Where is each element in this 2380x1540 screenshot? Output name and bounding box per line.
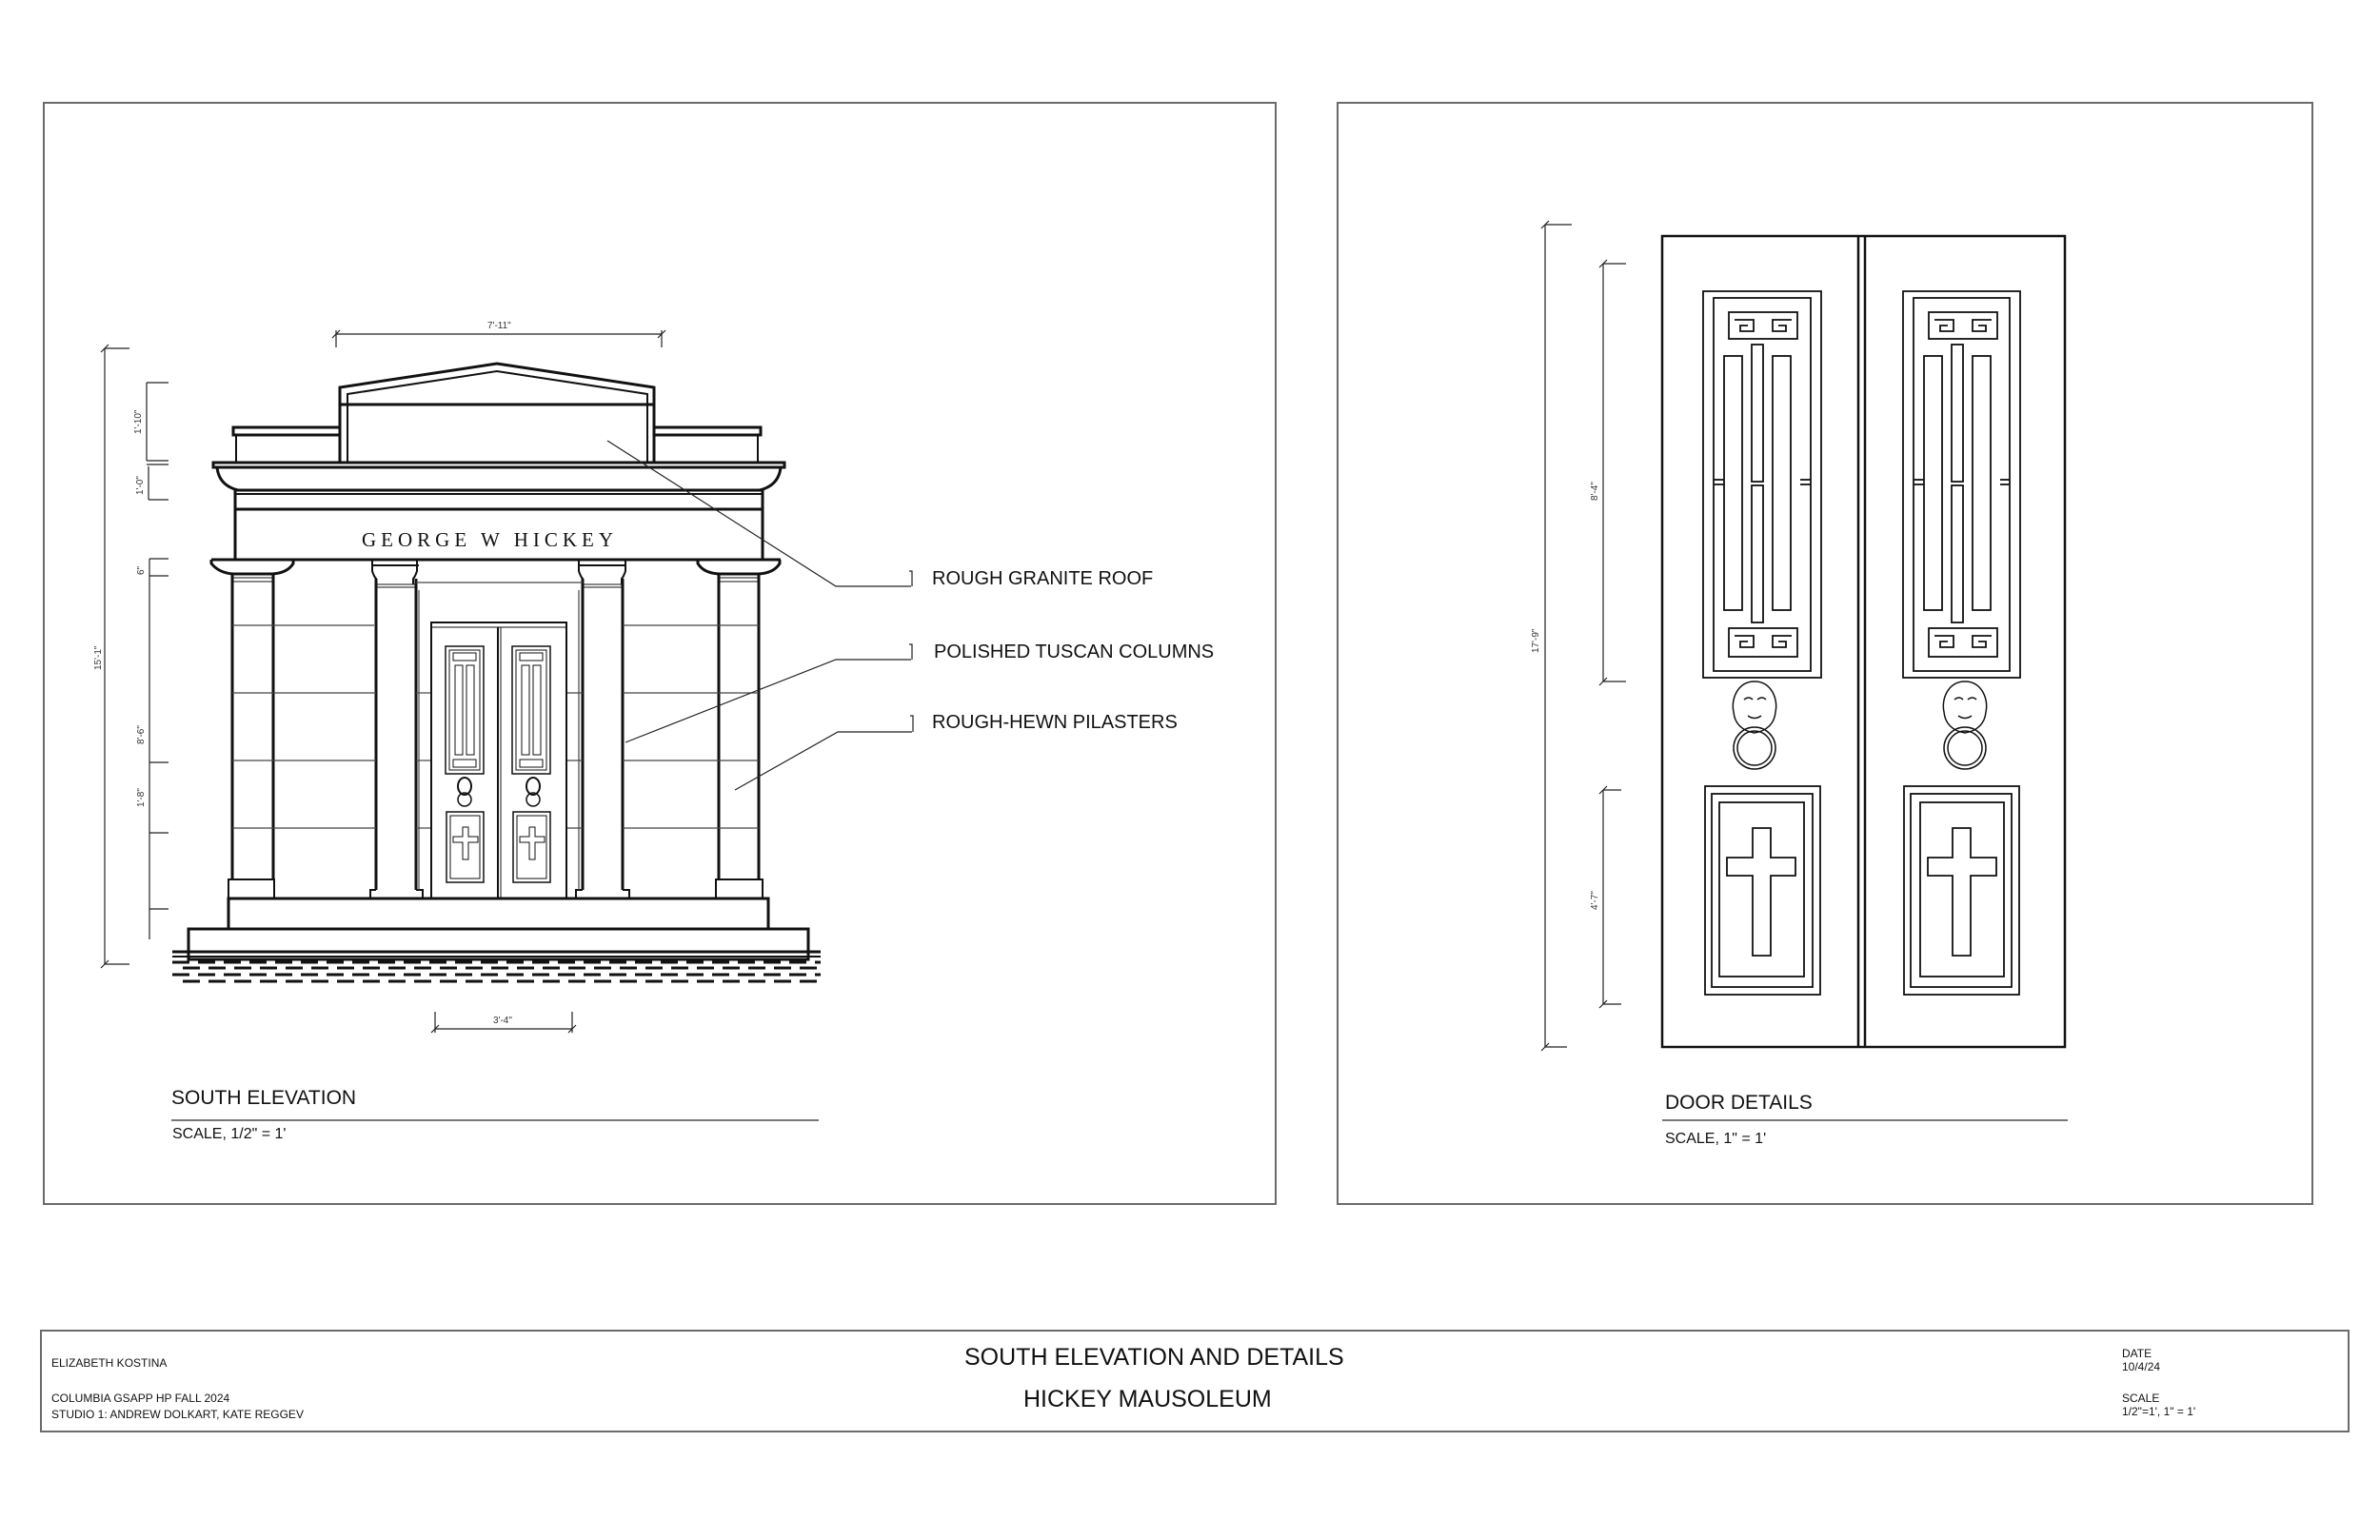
pilaster-capitals: [209, 560, 782, 582]
door-details-rule: [1662, 1119, 2068, 1121]
frieze-inscription: GEORGE W HICKEY: [362, 528, 619, 551]
dim-pediment-height: 1'-10": [133, 409, 144, 434]
south-elevation-title: SOUTH ELEVATION: [171, 1087, 357, 1109]
door-grille-left: [1702, 290, 1822, 679]
plinth: [187, 897, 810, 961]
author-name: ELIZABETH KOSTINA: [51, 1356, 168, 1370]
dim-door-overall-height: 17'-9": [1531, 628, 1541, 653]
dim-top-width: 7'-11": [487, 321, 511, 331]
door-details-panel: [1337, 102, 2313, 1205]
south-elevation-rule: [171, 1119, 819, 1121]
dim-shaft-height: 8'-6": [136, 725, 147, 744]
ground-hatch: [172, 950, 821, 983]
dim-lower-panel-height: 4'-7": [1590, 891, 1600, 910]
scale-value: 1/2"=1', 1" = 1': [2122, 1405, 2196, 1418]
door-dimension-lines: [1540, 220, 1626, 1052]
cross-panel-right: [1903, 785, 2020, 996]
dim-overall-height: 15'-1": [93, 645, 104, 670]
dim-door-width: 3'-4": [493, 1016, 512, 1026]
dim-cornice-height: 1'-0": [135, 476, 146, 495]
note-rough-hewn-pilasters: ROUGH-HEWN PILASTERS: [932, 712, 1178, 733]
note-leaders: [606, 440, 914, 791]
title-block: [40, 1330, 2350, 1432]
door-details-title: DOOR DETAILS: [1665, 1092, 1813, 1114]
dim-capital-height: 6": [136, 565, 147, 575]
note-polished-tuscan-columns: POLISHED TUSCAN COLUMNS: [934, 642, 1215, 662]
note-rough-granite-roof: ROUGH GRANITE ROOF: [932, 568, 1154, 589]
south-elevation-panel: [43, 102, 1277, 1205]
entry-doors: [430, 622, 567, 899]
institution: COLUMBIA GSAPP HP FALL 2024: [51, 1392, 230, 1405]
date-value: 10/4/24: [2122, 1360, 2161, 1373]
elevation-dimension-lines: [100, 329, 666, 1034]
pediment: [338, 362, 656, 462]
project-name: HICKEY MAUSOLEUM: [1023, 1386, 1272, 1412]
door-detail-drawing: [1660, 234, 2067, 1049]
sheet-title: SOUTH ELEVATION AND DETAILS: [964, 1344, 1344, 1371]
door-grille-right: [1902, 290, 2021, 679]
dim-grille-height: 8'-4": [1590, 482, 1600, 501]
door-details-scale: SCALE, 1" = 1': [1665, 1131, 1767, 1147]
dim-base-height: 1'-8": [136, 788, 147, 807]
wall-joints: [232, 582, 759, 890]
date-label: DATE: [2122, 1347, 2152, 1360]
parapets: [231, 425, 763, 463]
scale-label: SCALE: [2122, 1392, 2160, 1405]
south-elevation-scale: SCALE, 1/2" = 1': [172, 1126, 287, 1142]
lion-knocker-right: [1942, 681, 1988, 770]
tuscan-columns: [369, 560, 630, 898]
lion-knocker-left: [1732, 681, 1777, 770]
studio-credits: STUDIO 1: ANDREW DOLKART, KATE REGGEV: [51, 1408, 304, 1421]
cornice: [211, 461, 786, 562]
cross-panel-left: [1704, 785, 1821, 996]
